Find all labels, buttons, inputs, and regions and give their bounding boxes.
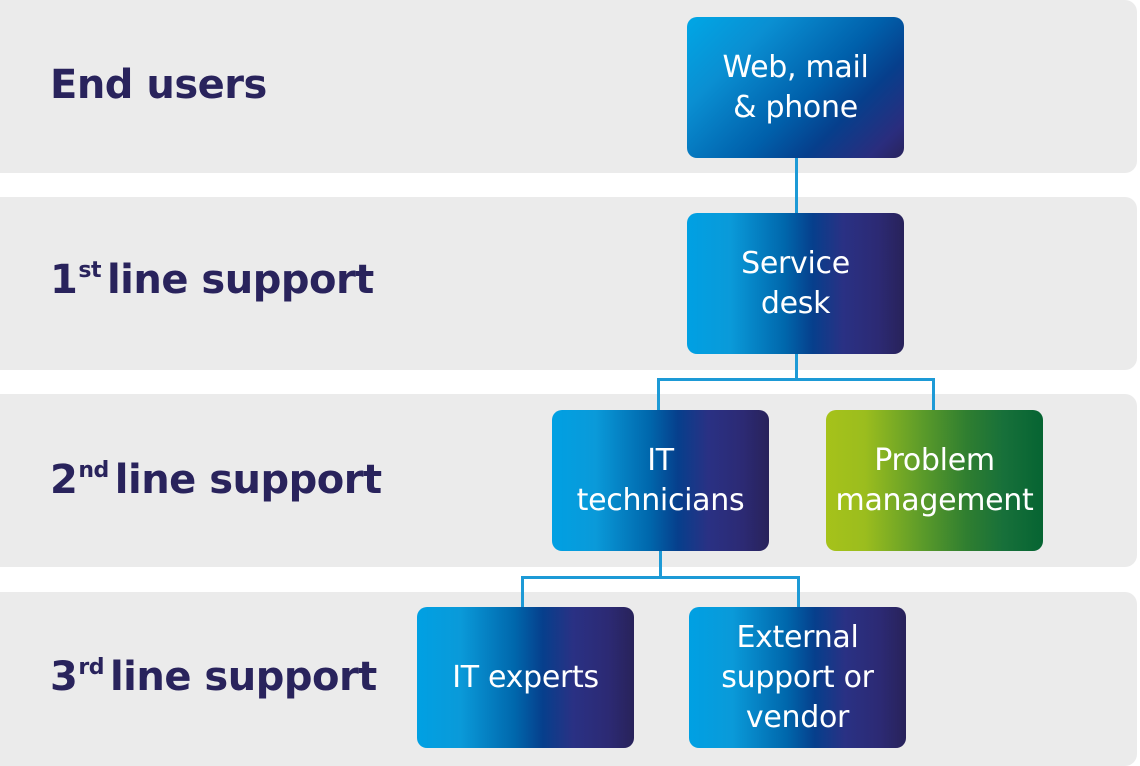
row-label-text: End users bbox=[50, 62, 267, 108]
row-label-text: line support bbox=[106, 257, 374, 303]
node-line: IT experts bbox=[452, 659, 599, 695]
node-line: support or bbox=[721, 659, 874, 695]
connector-to-it-technicians bbox=[657, 378, 660, 410]
row-label-text: line support bbox=[109, 654, 377, 700]
node-it-technicians: IT technicians bbox=[552, 410, 769, 551]
node-service-desk: Service desk bbox=[687, 213, 904, 354]
connector-to-it-experts bbox=[521, 576, 524, 607]
row-label-text: line support bbox=[114, 457, 382, 503]
node-it-experts: IT experts bbox=[417, 607, 634, 748]
node-line: Web, mail bbox=[722, 49, 869, 85]
row-label-number: 2 bbox=[50, 457, 78, 503]
row-label-ordinal: st bbox=[78, 258, 101, 283]
node-external-support-or-vendor: External support or vendor bbox=[689, 607, 906, 748]
node-line: IT bbox=[647, 442, 674, 478]
row-label-number: 3 bbox=[50, 654, 78, 700]
connector-service-desk-down bbox=[795, 354, 798, 381]
node-web-mail-phone: Web, mail & phone bbox=[687, 17, 904, 158]
row-label-number: 1 bbox=[50, 257, 78, 303]
node-line: External bbox=[736, 619, 859, 655]
node-line: & phone bbox=[733, 89, 858, 125]
row-label-ordinal: nd bbox=[78, 458, 109, 483]
connector-level3-horizontal bbox=[521, 576, 800, 579]
connector-web-to-service-desk bbox=[795, 157, 798, 213]
row-label-end-users: End users bbox=[50, 62, 267, 108]
node-line: management bbox=[835, 482, 1034, 518]
node-problem-management: Problem management bbox=[826, 410, 1043, 551]
connector-level2-horizontal bbox=[657, 378, 935, 381]
node-line: technicians bbox=[576, 482, 745, 518]
node-line: desk bbox=[760, 285, 831, 321]
connector-it-technicians-down bbox=[659, 551, 662, 579]
node-line: Problem bbox=[874, 442, 995, 478]
connector-to-external-support bbox=[797, 576, 800, 607]
connector-to-problem-management bbox=[932, 378, 935, 410]
node-line: vendor bbox=[745, 699, 850, 735]
row-end-users: End users bbox=[0, 0, 1137, 173]
node-line: Service bbox=[741, 245, 850, 281]
row-label-ordinal: rd bbox=[78, 655, 104, 680]
